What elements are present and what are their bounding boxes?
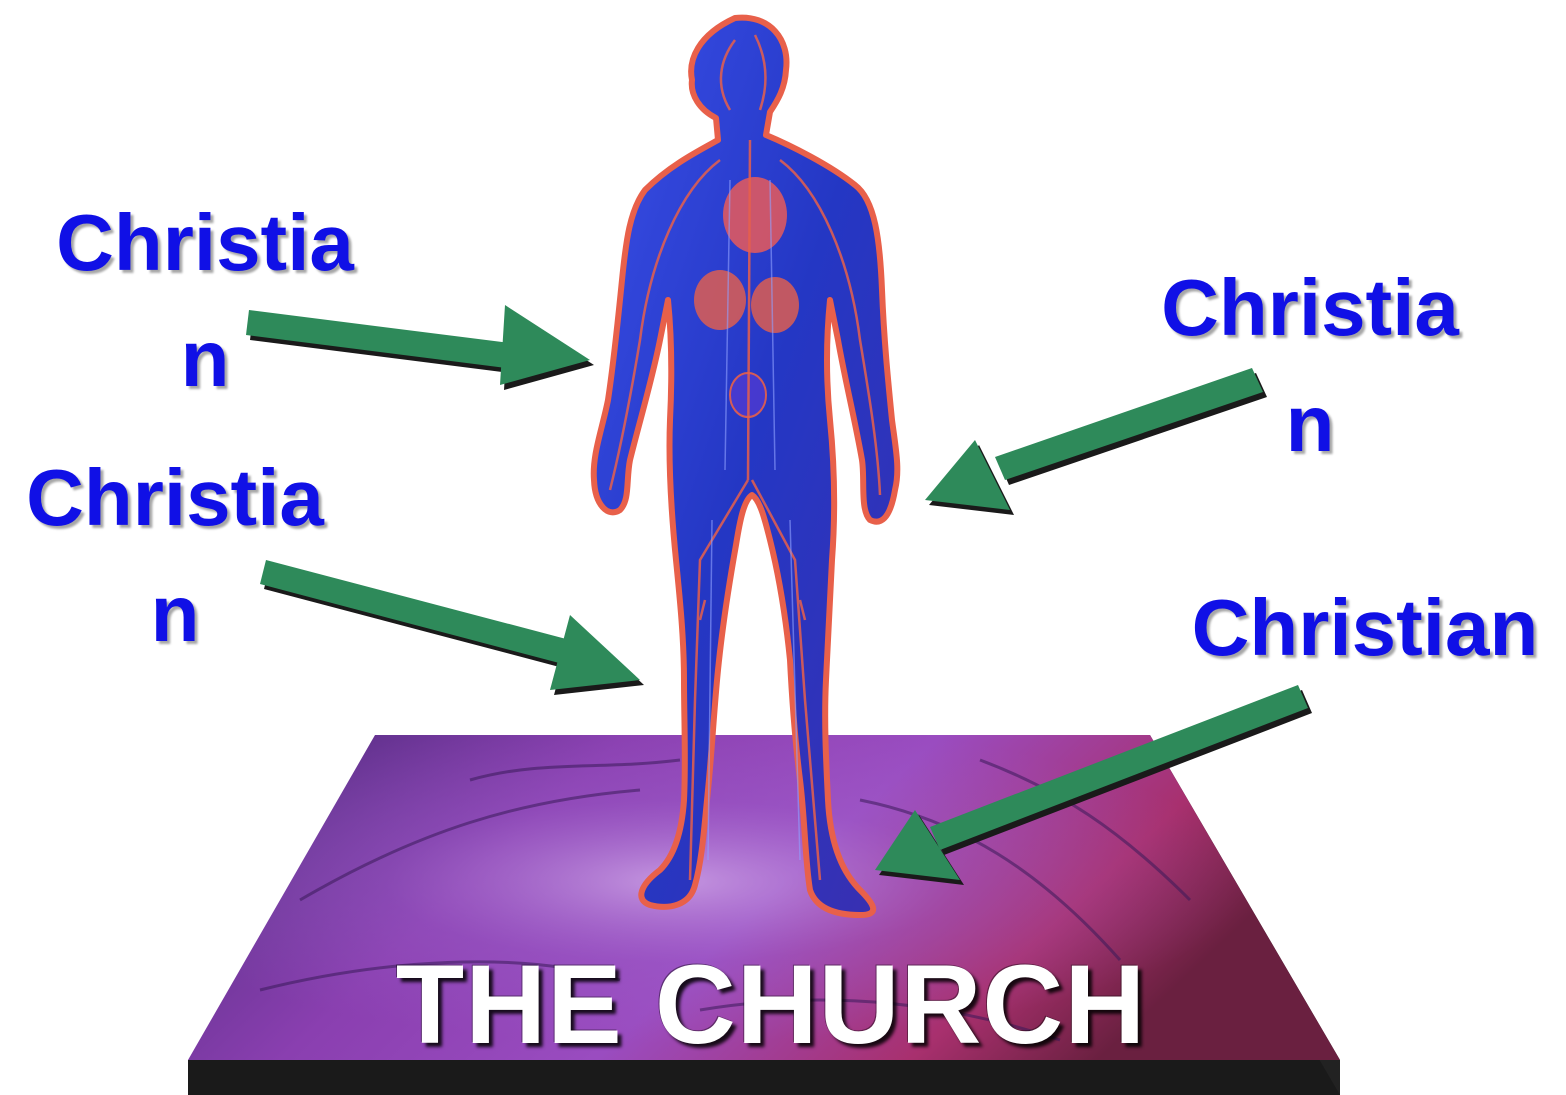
christian-label-upper-left: Christia n: [40, 185, 370, 417]
label-line: Christia: [1140, 250, 1480, 366]
christian-label-lower-right: Christian: [1170, 570, 1560, 686]
label-line: n: [1140, 366, 1480, 482]
church-title: THE CHURCH: [0, 940, 1554, 1070]
christian-label-upper-right: Christia n: [1140, 250, 1480, 482]
label-line: Christian: [1170, 570, 1560, 686]
label-line: n: [10, 556, 340, 672]
label-line: n: [40, 301, 370, 417]
label-line: Christia: [10, 440, 340, 556]
christian-label-lower-left: Christia n: [10, 440, 340, 672]
label-line: Christia: [40, 185, 370, 301]
